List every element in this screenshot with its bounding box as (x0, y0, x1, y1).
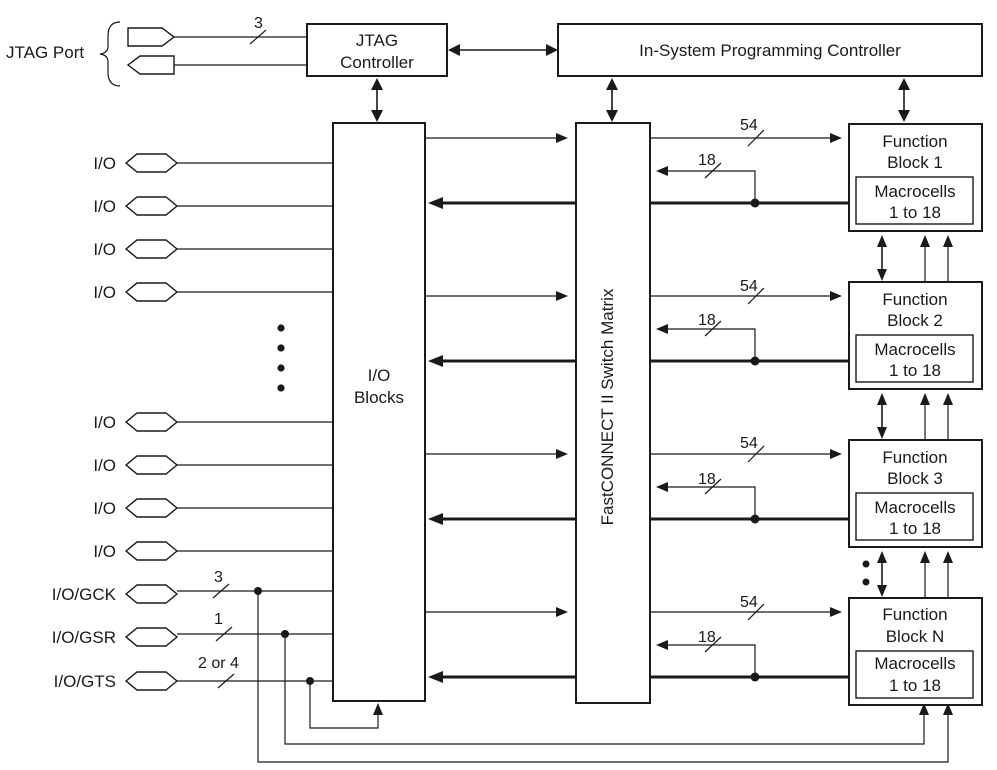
global-pins: I/O/GCK 3 I/O/GSR 1 I/O/GTS 2 or 4 (52, 569, 953, 763)
io-blocks: I/O Blocks (332, 122, 426, 702)
fb1-line2: Block 1 (887, 153, 943, 172)
fb3-macrocells: Macrocells (874, 498, 955, 517)
jtag-controller: JTAG Controller (306, 23, 448, 77)
io-pin-4 (124, 282, 179, 302)
jtag-brace (99, 21, 121, 87)
function-block-n: Function Block N Macrocells 1 to 18 54 1… (650, 594, 983, 706)
fb3-range: 1 to 18 (889, 519, 941, 538)
fb1-macrocells: Macrocells (874, 182, 955, 201)
io-pin-8 (124, 541, 179, 561)
fb3-in-width: 54 (740, 435, 758, 452)
jtag-bus-width: 3 (254, 15, 263, 32)
gck-pin (124, 584, 179, 604)
fb2-in-width: 54 (740, 278, 758, 295)
fb1-fb2-links (877, 235, 953, 281)
io-blocks-line1: I/O (368, 366, 391, 385)
ellipsis-dots (277, 324, 285, 392)
fbn-macrocells: Macrocells (874, 654, 955, 673)
fbn-line2: Block N (886, 627, 945, 646)
io-pin-label-2: I/O (93, 197, 116, 216)
fb2-fb3-links (877, 393, 953, 439)
jtag-output-pin (126, 55, 175, 75)
gck-label: I/O/GCK (52, 585, 117, 604)
gts-label: I/O/GTS (54, 672, 116, 691)
jtag-bus-slash (249, 29, 267, 45)
fb3-line1: Function (882, 448, 947, 467)
gts-width: 2 or 4 (198, 655, 239, 672)
fbn-range: 1 to 18 (889, 676, 941, 695)
fb3-fb-width: 18 (698, 471, 716, 488)
function-block-1: Function Block 1 Macrocells 1 to 18 54 1… (650, 117, 983, 232)
fb2-range: 1 to 18 (889, 361, 941, 380)
vertical-links (371, 78, 910, 122)
io-pin-label-5: I/O (93, 413, 116, 432)
fb1-fb-width: 18 (698, 152, 716, 169)
fbn-line1: Function (882, 605, 947, 624)
fb2-macrocells: Macrocells (874, 340, 955, 359)
fbn-fb-width: 18 (698, 629, 716, 646)
jtag-input-pin (127, 27, 176, 47)
fb2-line2: Block 2 (887, 311, 943, 330)
isp-controller: In-System Programming Controller (557, 23, 983, 77)
gts-pin (124, 671, 179, 691)
gsr-pin (124, 627, 179, 647)
jtag-port: JTAG Port 3 (6, 15, 307, 87)
fb2-fb-width: 18 (698, 312, 716, 329)
io-pin-2 (124, 196, 179, 216)
io-pin-label-1: I/O (93, 154, 116, 173)
fb2-line1: Function (882, 290, 947, 309)
function-block-3: Function Block 3 Macrocells 1 to 18 54 1… (650, 435, 983, 548)
switch-matrix: FastCONNECT II Switch Matrix (575, 122, 651, 704)
io-pin-label-6: I/O (93, 456, 116, 475)
fb3-fbn-links (862, 551, 953, 597)
gsr-width: 1 (214, 611, 223, 628)
fb1-in-width: 54 (740, 117, 758, 134)
switch-matrix-label: FastCONNECT II Switch Matrix (598, 288, 617, 525)
io-pin-7 (124, 498, 179, 518)
jtag-controller-line1: JTAG (356, 31, 398, 50)
io-pins: I/O I/O I/O I/O I/O I/O I/O I/O (93, 153, 333, 561)
function-block-2: Function Block 2 Macrocells 1 to 18 54 1… (650, 278, 983, 390)
io-pin-label-4: I/O (93, 283, 116, 302)
fb1-line1: Function (882, 132, 947, 151)
io-blocks-line2: Blocks (354, 388, 404, 407)
gsr-label: I/O/GSR (52, 628, 116, 647)
io-pin-label-3: I/O (93, 240, 116, 259)
fbn-in-width: 54 (740, 594, 758, 611)
fb3-line2: Block 3 (887, 469, 943, 488)
io-pin-1 (124, 153, 179, 173)
jtag-controller-line2: Controller (340, 53, 414, 72)
io-pin-label-8: I/O (93, 542, 116, 561)
io-pin-6 (124, 455, 179, 475)
io-pin-5 (124, 412, 179, 432)
gck-width: 3 (214, 569, 223, 586)
jtag-port-label: JTAG Port (6, 43, 84, 62)
io-pin-label-7: I/O (93, 499, 116, 518)
fb1-range: 1 to 18 (889, 203, 941, 222)
io-pin-3 (124, 239, 179, 259)
jtag-isp-link (448, 44, 558, 56)
isp-controller-label: In-System Programming Controller (639, 41, 901, 60)
io-switch-links (425, 133, 576, 683)
